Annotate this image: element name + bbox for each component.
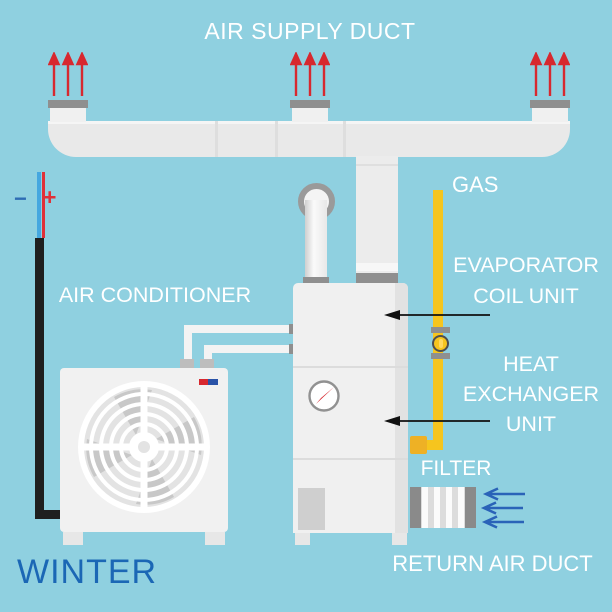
wire-positive [42, 172, 45, 238]
pipe-connector [289, 324, 293, 334]
filter-label: FILTER [420, 457, 492, 480]
fan-icon [78, 381, 210, 513]
power-cable-vertical [35, 238, 44, 519]
return-airflow-arrow-icon [481, 515, 524, 529]
return-airflow-arrow-icon [482, 487, 525, 501]
furnace-supply-riser-duct [356, 156, 398, 283]
furnace-panel-seam [293, 366, 408, 368]
duct-seam [356, 164, 398, 166]
refrigerant-pipe [184, 325, 192, 369]
refrigerant-pipe [204, 345, 212, 369]
furnace-foot [392, 533, 407, 545]
wire-negative [37, 172, 41, 238]
season-label: WINTER [17, 553, 158, 591]
air-conditioner-label: AIR CONDITIONER [58, 283, 252, 307]
gas-valve-cap [431, 353, 450, 359]
supply-vent-cap [530, 100, 570, 108]
pipe-connector [180, 359, 194, 368]
air-conditioner-unit [60, 368, 228, 532]
gas-pipe-fitting [410, 436, 427, 454]
furnace-vent-grille [298, 488, 325, 530]
heat-exchanger-unit-label: HEAT EXCHANGER UNIT [462, 352, 600, 436]
filter-end-cap [410, 487, 421, 528]
air-filter [410, 487, 476, 528]
air-supply-duct-pipe [48, 121, 570, 157]
air-supply-duct-label: AIR SUPPLY DUCT [204, 18, 416, 44]
furnace-shading [395, 283, 408, 533]
gas-pipe-vertical [433, 190, 443, 450]
flue-pipe [305, 200, 327, 283]
evaporator-coil-unit-label: EVAPORATOR COIL UNIT [453, 253, 599, 308]
plus-sign: + [43, 184, 57, 210]
gas-valve-icon [432, 335, 449, 352]
furnace-panel-seam [293, 458, 408, 460]
filter-end-cap [465, 487, 476, 528]
supply-airflow-arrows-icon [48, 52, 88, 96]
gas-pipe-elbow [421, 440, 443, 450]
flue-pipe-collar [303, 277, 329, 283]
furnace-foot [295, 533, 310, 545]
pipe-connector [289, 344, 293, 354]
power-cable-horizontal [35, 510, 63, 519]
duct-seam [343, 121, 346, 157]
evaporator-pointer-arrow-icon [384, 310, 490, 320]
supply-airflow-arrows-icon [290, 52, 330, 96]
supply-vent-throat [292, 108, 328, 122]
duct-band [356, 263, 398, 271]
gas-valve-cap [431, 327, 450, 333]
ac-foot [205, 532, 225, 545]
duct-seam [215, 121, 218, 157]
heat-exchanger-pointer-arrow-icon [384, 416, 490, 426]
duct-seam [275, 121, 278, 157]
gauge-icon [308, 380, 340, 412]
return-airflow-arrow-icon [480, 501, 523, 515]
refrigerant-pipe [204, 345, 289, 353]
supply-airflow-arrows-icon [530, 52, 570, 96]
supply-vent-cap [48, 100, 88, 108]
furnace-heat-exchanger-unit [293, 283, 408, 533]
duct-collar [356, 273, 398, 283]
gas-label: GAS [452, 172, 499, 197]
ac-foot [63, 532, 83, 545]
pipe-connector [200, 359, 214, 368]
return-air-duct-label: RETURN AIR DUCT [392, 551, 593, 576]
ac-indicator-red [199, 379, 208, 385]
supply-vent-throat [50, 108, 86, 122]
supply-vent-throat [532, 108, 568, 122]
supply-vent-cap [290, 100, 330, 108]
minus-sign: − [14, 186, 27, 211]
refrigerant-pipe [184, 325, 289, 333]
ac-indicator-blue [208, 379, 218, 385]
